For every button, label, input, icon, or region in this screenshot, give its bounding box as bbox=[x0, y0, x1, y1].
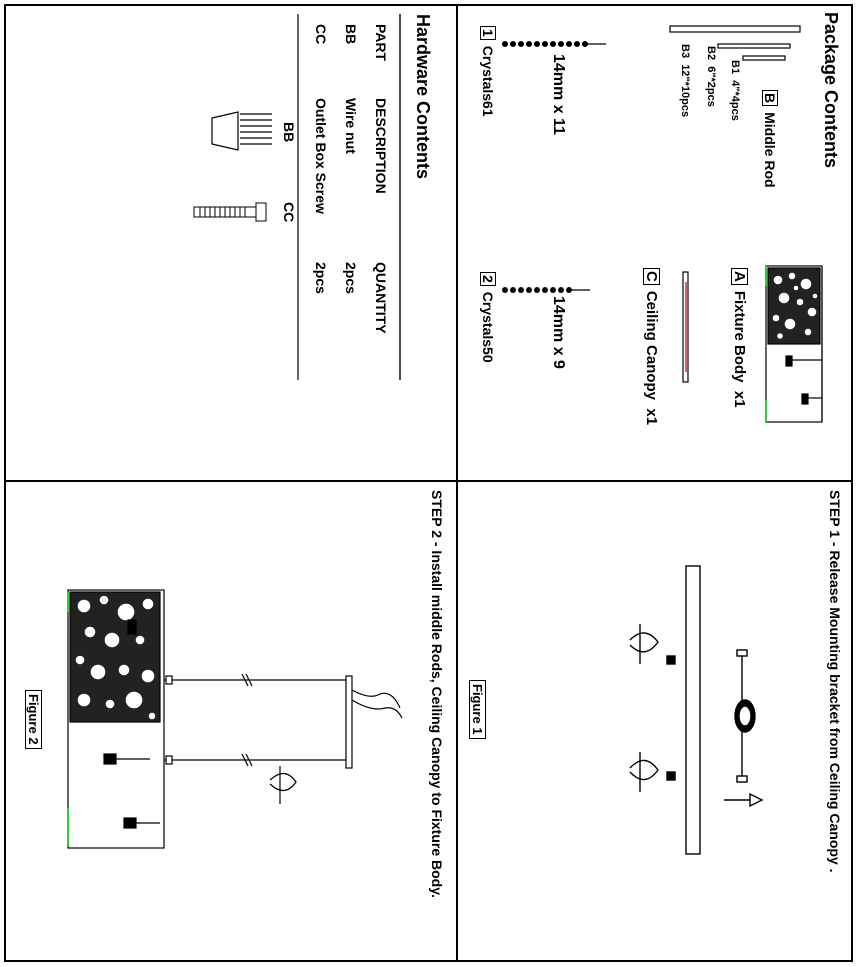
rod-b3-code: B3 bbox=[679, 44, 691, 59]
canopy-letter: C bbox=[643, 268, 660, 285]
figure1-label: Figure 1 bbox=[469, 680, 486, 739]
hardware-row-bb-description: Wire nut bbox=[343, 98, 359, 154]
hardware-row-cc-part: CC bbox=[313, 24, 329, 45]
crystal2-label: 2Crystals50 bbox=[480, 272, 496, 363]
bb-drawing-label: BB bbox=[281, 122, 297, 143]
step1-figure-drawing bbox=[629, 565, 764, 855]
middle-rod-letter: B bbox=[762, 90, 778, 107]
rod-b1-label: B1 4"*4pcs bbox=[729, 60, 741, 121]
ceiling-canopy-drawing bbox=[682, 271, 689, 383]
rod-b1-code: B1 bbox=[729, 60, 741, 75]
vertical-divider bbox=[456, 4, 458, 962]
step2-text: STEP 2 - Install middle Rods, Ceiling Ca… bbox=[429, 490, 445, 898]
rod-b1-desc: 4"*4pcs bbox=[729, 80, 741, 121]
cc-drawing-label: CC bbox=[281, 202, 297, 223]
middle-rod-label: B Middle Rod bbox=[762, 90, 778, 188]
fixture-name: Fixture Body bbox=[731, 290, 748, 383]
horizontal-divider bbox=[4, 480, 853, 482]
hardware-row-bb-quantity: 2pcs bbox=[343, 262, 359, 294]
fixture-qty: x1 bbox=[731, 390, 748, 408]
crystal1-label: 1Crystals61 bbox=[480, 26, 496, 117]
page-frame bbox=[4, 4, 853, 962]
step2-figure-drawing bbox=[67, 589, 403, 849]
crystal2-size: 14mm x 9 bbox=[550, 296, 567, 369]
figure2-label: Figure 2 bbox=[25, 690, 42, 749]
hardware-header-quantity: QUANTITY bbox=[373, 262, 389, 334]
hardware-row-bb-part: BB bbox=[343, 24, 359, 45]
wire-nut-drawing bbox=[211, 111, 272, 151]
canopy-qty: x1 bbox=[643, 408, 660, 426]
rod-b3-label: B3 12"*10pcs bbox=[679, 44, 691, 118]
middle-rod-name: Middle Rod bbox=[762, 112, 778, 188]
crystal2-num: 2 bbox=[480, 272, 496, 286]
hardware-header-description: DESCRIPTION bbox=[373, 98, 389, 194]
hardware-title: Hardware Contents bbox=[413, 14, 433, 180]
crystal-strand-2 bbox=[502, 287, 590, 293]
rod-b2-desc: 6"*2pcs bbox=[705, 66, 717, 107]
rod-b3-desc: 12"*10pcs bbox=[679, 64, 691, 118]
canopy-name: Ceiling Canopy bbox=[643, 290, 660, 401]
crystal1-name: Crystals61 bbox=[480, 45, 496, 117]
crystal1-size: 14mm x 11 bbox=[550, 54, 567, 135]
rod-b2-code: B2 bbox=[705, 46, 717, 61]
crystal2-name: Crystals50 bbox=[480, 291, 496, 363]
fixture-letter: A bbox=[731, 268, 748, 285]
fixture-label: A Fixture Body x1 bbox=[731, 268, 748, 408]
crystal1-num: 1 bbox=[480, 26, 496, 40]
hardware-header-part: PART bbox=[373, 24, 389, 62]
hardware-row-cc-description: Outlet Box Screw bbox=[313, 98, 329, 214]
hardware-row-cc-quantity: 2pcs bbox=[313, 262, 329, 294]
rod-b2-label: B2 6"*2pcs bbox=[705, 46, 717, 107]
package-title: Package Contents bbox=[821, 12, 841, 169]
outlet-screw-drawing bbox=[193, 202, 267, 222]
fixture-body-drawing bbox=[765, 265, 823, 423]
step1-text: STEP 1 - Release Mounting bracket from C… bbox=[827, 490, 843, 873]
rod-b3 bbox=[669, 25, 801, 61]
crystal-strand-1 bbox=[502, 41, 606, 47]
canopy-label: C Ceiling Canopy x1 bbox=[643, 268, 660, 425]
